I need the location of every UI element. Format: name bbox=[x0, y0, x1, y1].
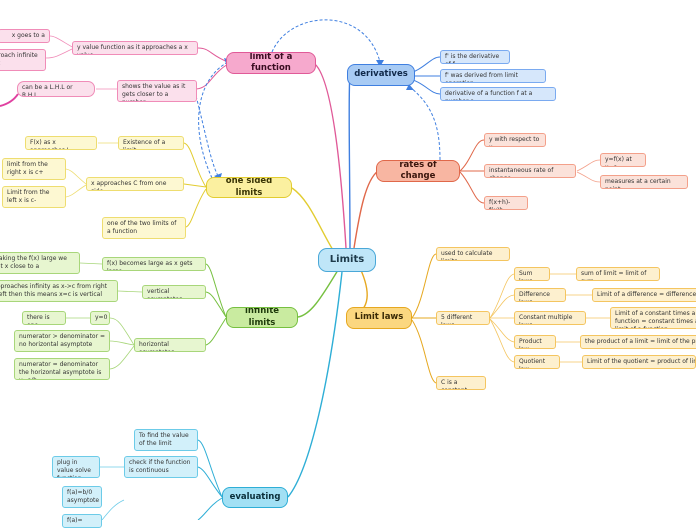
node-used-to-calculate[interactable]: used to calculate limits bbox=[436, 247, 510, 261]
node-shows-value[interactable]: shows the value as it gets closer to a n… bbox=[117, 80, 197, 102]
node-there-is-one[interactable]: there is one bbox=[22, 311, 66, 325]
node-product-law[interactable]: Product law bbox=[514, 335, 556, 349]
node-sum-desc[interactable]: sum of limit = limit of sum bbox=[576, 267, 660, 281]
main-node-evaluating[interactable]: evaluating bbox=[222, 487, 288, 508]
node-becomes-large[interactable]: f(x) becomes large as x gets large bbox=[102, 257, 206, 271]
main-node-infinite-limits[interactable]: infinite limits bbox=[226, 307, 298, 328]
node-to-find-value[interactable]: To find the value of the limit bbox=[134, 429, 198, 451]
node-num-greater[interactable]: numerator > denominator = no horizontal … bbox=[14, 330, 110, 352]
node-x-approaches-c[interactable]: x approaches C from one side bbox=[86, 177, 184, 191]
main-node-derivatives[interactable]: derivatives bbox=[347, 64, 415, 86]
node-five-laws[interactable]: 5 different laws bbox=[436, 311, 490, 325]
node-instantaneous[interactable]: instantaneous rate of change bbox=[484, 164, 576, 178]
node-c-is-constant[interactable]: C is a constant bbox=[436, 376, 486, 390]
connector-infinite bbox=[297, 269, 339, 318]
main-node-rates-of-change[interactable]: rates of change bbox=[376, 160, 460, 182]
main-node-one-sided-limits[interactable]: one sided limits bbox=[206, 177, 292, 198]
node-derivative-at-a[interactable]: derivative of a function f at a number a bbox=[440, 87, 556, 101]
node-sum-laws[interactable]: Sum laws bbox=[514, 267, 550, 281]
node-y-wrt-x[interactable]: y with respect to x bbox=[484, 133, 546, 147]
center-node-limits[interactable]: Limits bbox=[318, 248, 376, 272]
node-one-of-two[interactable]: one of the two limits of a function bbox=[102, 217, 186, 239]
node-yvalue[interactable]: y value function as it approaches a x va… bbox=[72, 41, 198, 55]
connector-one-sided bbox=[291, 187, 337, 256]
node-quotient-law[interactable]: Quotient law bbox=[514, 355, 560, 369]
dashed-link-limit-derivatives bbox=[271, 19, 381, 63]
node-fa-asymptote[interactable]: f(a)=b/0 asymptote bbox=[62, 486, 102, 508]
node-fx-approaches-l[interactable]: F(x) as x approaches L bbox=[25, 136, 97, 150]
node-y-equals-0[interactable]: y=0 bbox=[90, 311, 110, 325]
node-x-goes-to-a[interactable]: x goes to a bbox=[0, 29, 50, 43]
node-vertical-asymptotes[interactable]: vertical asymptotes bbox=[142, 285, 206, 299]
node-approaches-infinity[interactable]: f approaches infinity as x->c from right… bbox=[0, 280, 118, 302]
node-product-desc[interactable]: the product of a limit = limit of the pr… bbox=[580, 335, 696, 349]
node-approach-infinite[interactable]: approach infinite limit bbox=[0, 49, 46, 71]
node-constant-desc[interactable]: Limit of a constant times a function = c… bbox=[610, 307, 696, 329]
node-check-continuous[interactable]: check if the function is continuous bbox=[124, 456, 198, 478]
dashed-link-rates-derivatives bbox=[409, 86, 441, 161]
dashed-link-shows-onesided bbox=[195, 95, 219, 177]
node-plug-in[interactable]: plug in value solve function bbox=[52, 456, 100, 478]
dashed-link-onesided-limit bbox=[198, 61, 229, 179]
node-measures[interactable]: measures at a certain point bbox=[600, 175, 688, 189]
node-fxh[interactable]: f(x+h)-f(x)h bbox=[484, 196, 528, 210]
node-num-equal[interactable]: numerator = denominator the horizontal a… bbox=[14, 358, 110, 380]
connector-limit-of-function bbox=[311, 61, 347, 249]
node-lhl-rhl[interactable]: can be a L.H.L or R.H.L bbox=[17, 81, 95, 97]
node-quotient-desc[interactable]: Limit of the quotient = product of limit bbox=[582, 355, 696, 369]
main-node-limit-laws[interactable]: Limit laws bbox=[346, 307, 412, 329]
connector-derivatives bbox=[348, 74, 351, 249]
node-difference-desc[interactable]: Limit of a difference = difference of li… bbox=[592, 288, 696, 302]
node-difference-laws[interactable]: Difference laws bbox=[514, 288, 566, 302]
node-y-fx[interactable]: y=f(x) at x=a bbox=[600, 153, 646, 167]
node-horizontal-asymptotes[interactable]: horizontal asymptotes bbox=[134, 338, 206, 352]
node-constant-multiple[interactable]: Constant multiple laws bbox=[514, 311, 586, 325]
node-derived-from-limit[interactable]: f' was derived from limit operation bbox=[440, 69, 546, 83]
connector-rates bbox=[353, 170, 379, 249]
node-existence[interactable]: Existence of a limit bbox=[118, 136, 184, 150]
connector-evaluating bbox=[287, 271, 343, 498]
node-limit-from-left[interactable]: Limit from the left x is c- bbox=[2, 186, 66, 208]
node-f-prime[interactable]: f' is the derivative of f bbox=[440, 50, 510, 64]
node-making-large[interactable]: making the f(x) large we get x close to … bbox=[0, 252, 80, 274]
node-limit-from-right[interactable]: limit from the right x is c+ bbox=[2, 158, 66, 180]
node-fa-partial[interactable]: f(a)= bbox=[62, 514, 102, 528]
main-node-limit-of-function[interactable]: limit of a function bbox=[226, 52, 316, 74]
